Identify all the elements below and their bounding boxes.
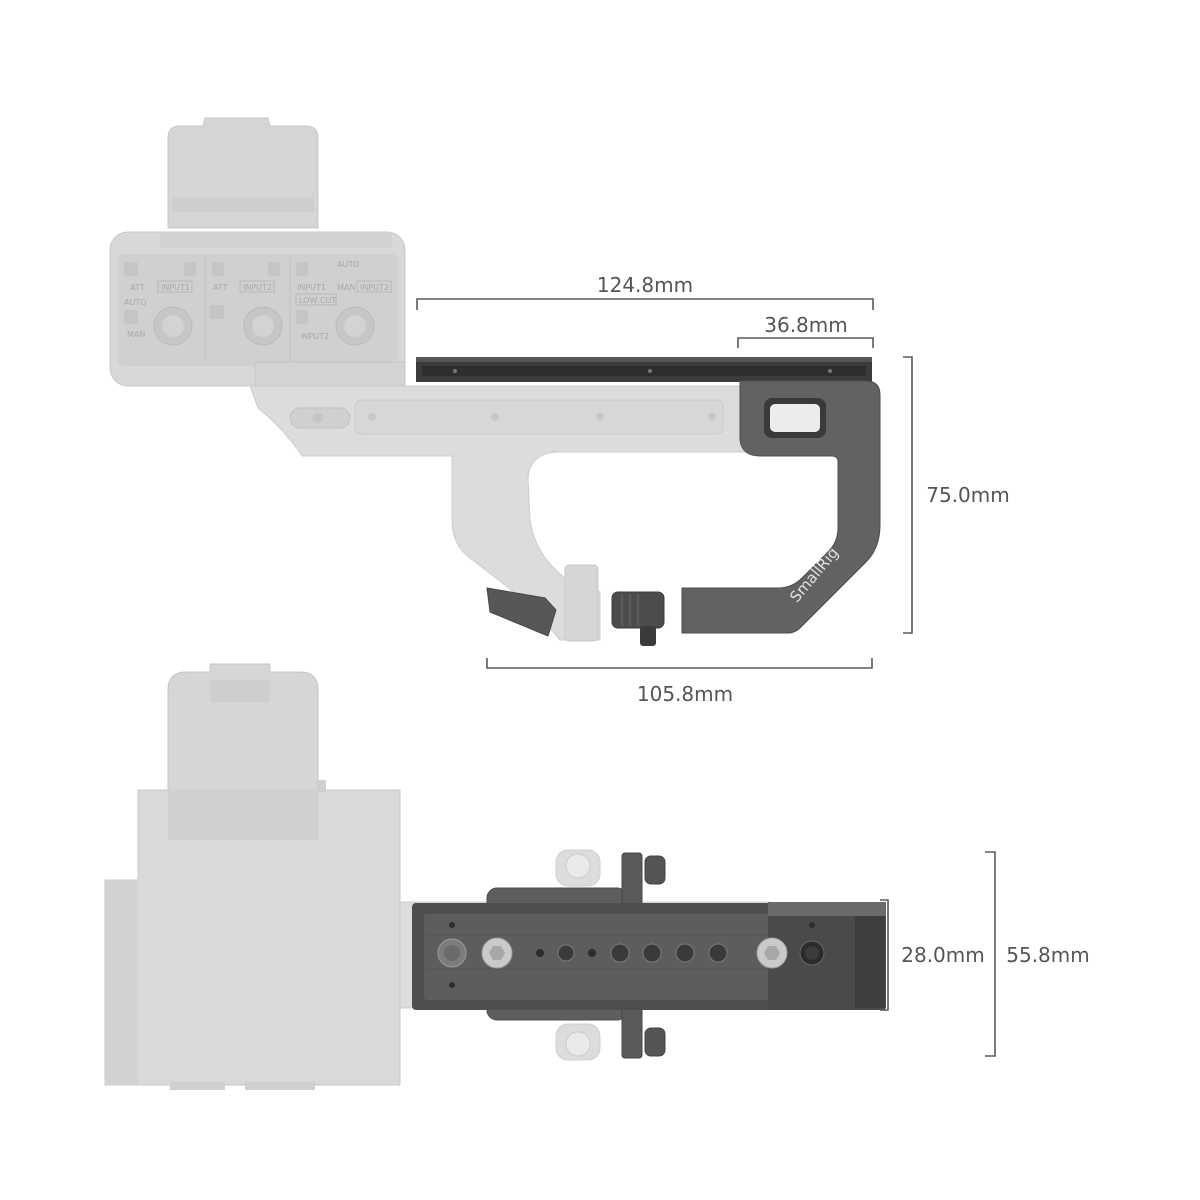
rail-segment-label: 36.8mm [764, 313, 848, 337]
hex-bolt-icon [756, 937, 788, 969]
module-label-box [239, 280, 275, 293]
top-rail-plate [416, 357, 872, 382]
frame-window-opening [770, 404, 820, 432]
module-switch [124, 262, 138, 276]
upper-clamp-jaw [621, 852, 643, 906]
module-knob [335, 306, 375, 346]
lower-clamp-screw [644, 1027, 666, 1057]
module-switch [212, 262, 224, 276]
thread-hole [675, 943, 695, 963]
module-label: LOW CUT [299, 296, 336, 305]
module-switch [268, 262, 280, 276]
height-line [903, 356, 913, 634]
rail-screw [828, 369, 832, 373]
base-length-line [486, 658, 873, 669]
module-label: ATT [130, 283, 145, 292]
rail-screw [453, 369, 457, 373]
audio-module: ATT INPUT1 AUTO MAN ATT INPUT2 INPUT1 LO… [109, 117, 406, 391]
module-label-box [157, 280, 193, 293]
plate-end-lip [768, 902, 886, 916]
module-mount [254, 361, 406, 391]
module-label: AUTO [124, 298, 147, 307]
module-knob [153, 306, 193, 346]
thread-hole [610, 943, 630, 963]
rail-screw [648, 369, 652, 373]
module-knob [243, 306, 283, 346]
overall-width-line [985, 851, 996, 1057]
module-label: AUTO [337, 260, 360, 269]
rail-plate-channel [422, 366, 866, 376]
module-top-band [160, 232, 392, 248]
module-label: MAN [127, 330, 145, 339]
plate-width-label: 28.0mm [901, 943, 985, 967]
module-label: INPUT1 [161, 283, 190, 292]
overall-length-line [416, 298, 874, 310]
bottom-clamp [486, 587, 665, 646]
camera-side-panel [105, 880, 138, 1085]
plate-width-line [880, 899, 889, 1011]
thread-hole [708, 943, 728, 963]
side-view: ATT INPUT1 AUTO MAN ATT INPUT2 INPUT1 LO… [109, 117, 1010, 706]
module-switch [296, 262, 308, 276]
handle-lower-block [564, 564, 599, 642]
locating-pin [437, 938, 467, 968]
handle-hole [491, 413, 499, 421]
camera-top-bump [167, 663, 319, 793]
hex-bolt-icon [481, 937, 513, 969]
module-switch [296, 310, 308, 324]
clamp-pin [640, 626, 656, 646]
rail-plate-edge [416, 357, 872, 362]
module-switch [184, 262, 196, 276]
upper-clamp-screw [644, 855, 666, 885]
small-hole [449, 922, 455, 928]
handle-groove [354, 399, 724, 435]
rail-plate-top-down [412, 902, 886, 1010]
frame-body [681, 380, 881, 634]
camera-top-recess [168, 790, 318, 840]
handle-hole [368, 413, 376, 421]
module-label: ATT [213, 283, 228, 292]
handle-hole [708, 413, 716, 421]
top-down-view: 28.0mm 55.8mm [104, 663, 1090, 1090]
module-label: INPUT2 [243, 283, 272, 292]
module-label-box [356, 280, 392, 293]
module-label-box [295, 293, 337, 306]
small-hole [449, 982, 455, 988]
thread-hole [536, 949, 544, 957]
camera-bump-tab [210, 680, 270, 702]
overall-width-label: 55.8mm [1006, 943, 1090, 967]
camera-foot [245, 1082, 315, 1090]
module-label: INPUT2 [300, 332, 329, 341]
camera-body-faded [104, 663, 401, 1090]
thread-hole [557, 944, 575, 962]
module-switch [210, 305, 224, 319]
plate-end-side [855, 916, 885, 1008]
height-label: 75.0mm [926, 483, 1010, 507]
overall-length-label: 124.8mm [597, 273, 693, 297]
rail-segment-line [737, 337, 874, 348]
clamp-wedge [486, 587, 557, 637]
camera-detail [318, 780, 326, 792]
side-dimensions: 124.8mm 36.8mm 75.0mm 105.8mm [416, 273, 1010, 706]
module-label: INPUT1 [297, 283, 326, 292]
quick-release-button [799, 940, 825, 966]
camera-foot [170, 1082, 225, 1090]
base-length-label: 105.8mm [637, 682, 733, 706]
thread-hole [588, 949, 596, 957]
top-down-dimensions: 28.0mm 55.8mm [880, 851, 1090, 1057]
upper-knob-cap [565, 853, 591, 879]
thread-hole [642, 943, 662, 963]
handle-hole [596, 413, 604, 421]
module-flap-band [172, 198, 314, 212]
lower-knob-cap [565, 1031, 591, 1057]
lower-clamp-jaw [621, 1005, 643, 1059]
small-hole [809, 922, 815, 928]
module-label: INPUT2 [360, 283, 389, 292]
module-switch [124, 310, 138, 324]
camera-handle-faded [249, 385, 746, 642]
handle-lock-button [313, 413, 323, 423]
module-label: MAN [337, 283, 355, 292]
